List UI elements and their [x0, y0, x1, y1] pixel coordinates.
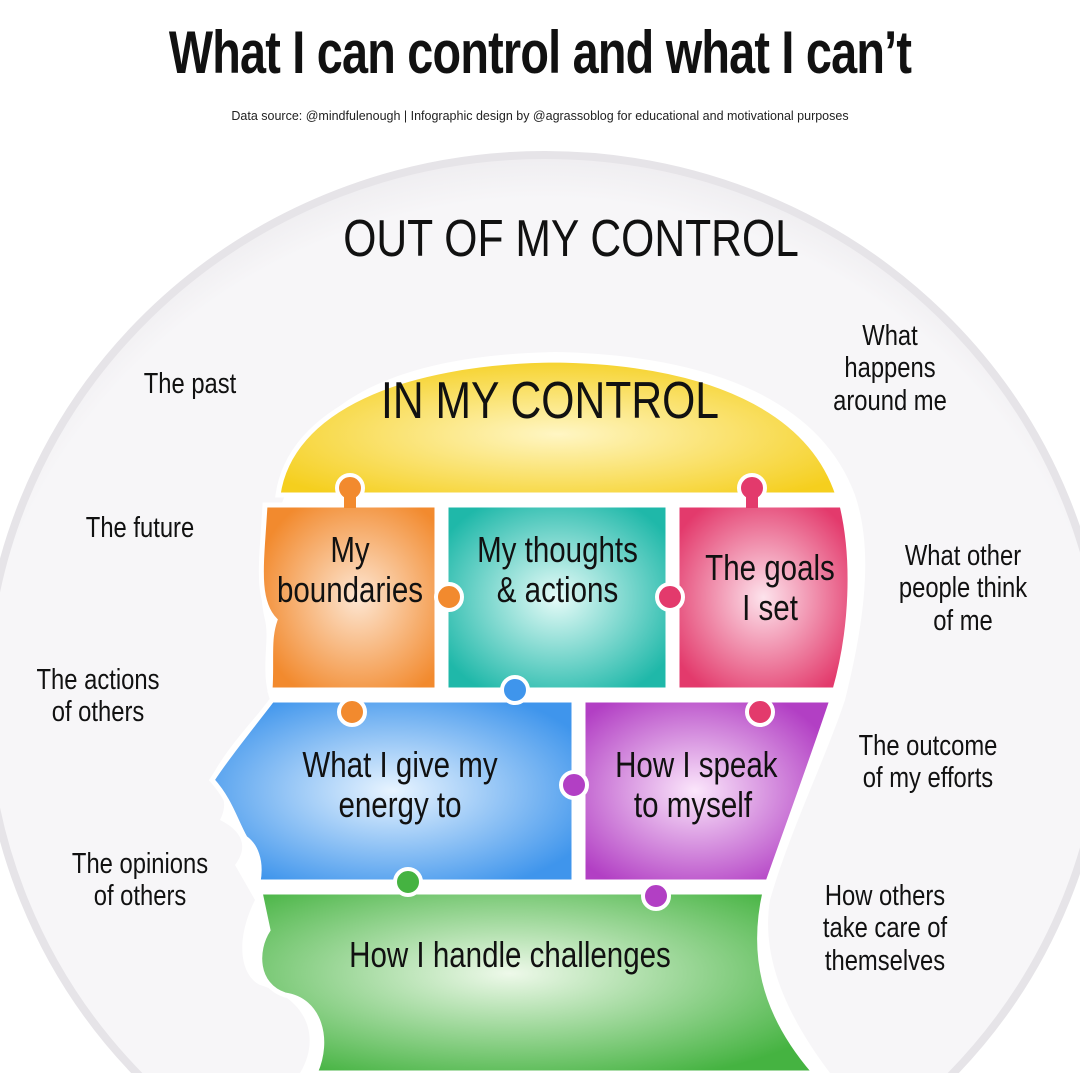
puzzle-knobs [335, 473, 775, 911]
piece-challenges [256, 889, 819, 1073]
piece-speak [580, 697, 836, 885]
outside-item-what-others-think: What other people think of me [898, 540, 1028, 637]
outside-item-what-happens: What happens around me [833, 320, 947, 417]
piece-label-speak: How I speak to myself [615, 744, 778, 826]
piece-thoughts-actions [443, 502, 671, 693]
in-my-control-label: IN MY CONTROL [380, 372, 719, 430]
page-title: What I can control and what I can’t [168, 19, 912, 86]
outside-item-outcome: The outcome of my efforts [858, 730, 998, 795]
outside-item-others-care: How others take care of themselves [822, 880, 948, 977]
piece-goals [674, 502, 853, 693]
piece-boundaries [258, 502, 440, 693]
piece-energy [208, 697, 577, 885]
outside-item-actions-of-others: The actions of others [36, 664, 160, 729]
piece-in-my-control [275, 357, 842, 498]
piece-label-thoughts-actions: My thoughts & actions [477, 529, 638, 611]
outside-item-opinions-of-others: The opinions of others [71, 848, 209, 913]
piece-label-goals: The goals I set [705, 547, 835, 629]
out-of-control-label: OUT OF MY CONTROL [343, 210, 799, 268]
outside-item-past: The past [143, 368, 237, 400]
piece-label-challenges: How I handle challenges [349, 934, 671, 975]
outside-item-future: The future [85, 512, 195, 544]
subtitle-credit: Data source: @mindfulenough | Infographi… [231, 109, 849, 123]
piece-label-boundaries: My boundaries [276, 529, 424, 611]
piece-label-energy: What I give my energy to [302, 744, 498, 826]
